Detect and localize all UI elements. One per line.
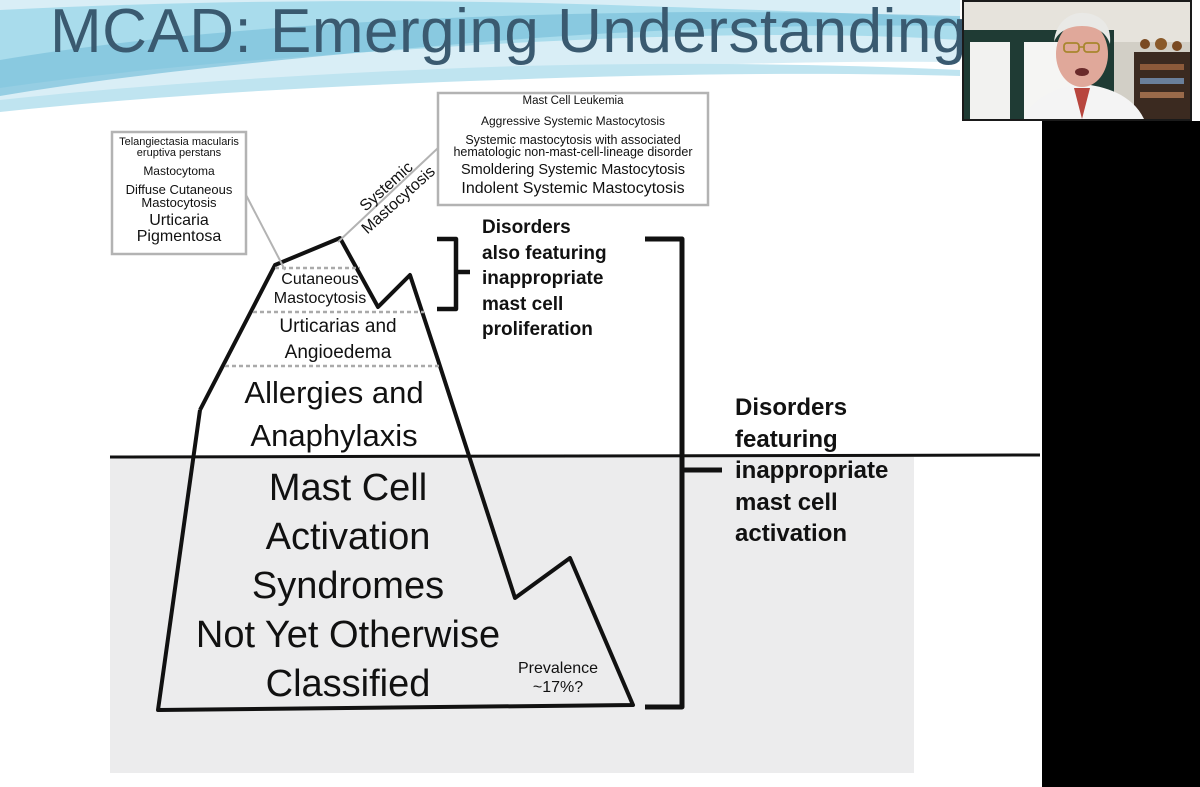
proliferation-bracket (437, 236, 470, 312)
right-box-line: Aggressive Systemic Mastocytosis (480, 113, 666, 128)
activation-line: mast cell (735, 488, 838, 516)
right-box-line: hematologic non-mast-cell-lineage disord… (453, 145, 693, 159)
wave-band-lower (0, 63, 960, 112)
mcas-line: Activation (265, 516, 431, 558)
left-box-line: Diffuse Cutaneous (125, 182, 233, 197)
wave-band-accent (0, 12, 960, 96)
proliferation-line: mast cell (482, 293, 564, 315)
left-box-line: Telangiectasia macularis (119, 136, 239, 148)
slide-title: MCAD: Emerging Understanding (50, 0, 967, 66)
right-box-connector (337, 147, 439, 243)
cutaneous-mastocytosis-label: Cutaneous Mastocytosis (262, 270, 378, 308)
activation-line: activation (735, 520, 848, 547)
activation-line: Disorders (735, 394, 848, 421)
right-box-frame (436, 91, 710, 207)
cutaneous-line: Mastocytosis (273, 290, 367, 307)
proliferation-line: proliferation (482, 319, 593, 340)
left-box-line: Mastocytoma (143, 164, 215, 178)
mcas-line: Mast Cell (268, 467, 428, 509)
proliferation-line: Disorders (482, 217, 571, 238)
screen-share-black-bar (1042, 121, 1200, 787)
waterline (109, 453, 1041, 459)
proliferation-disorders-label: Disorders also featuring inappropriate m… (482, 215, 607, 343)
right-box-line: Systemic mastocytosis with associated (465, 132, 681, 147)
activation-disorders-label: Disorders featuring inappropriate mast c… (735, 392, 888, 550)
right-box-line: Smoldering Systemic Mastocytosis (460, 161, 685, 178)
left-box-line: Pigmentosa (136, 228, 222, 245)
activation-bracket (645, 236, 722, 710)
allergies-line: Allergies and (244, 375, 424, 410)
prevalence-line: ~17%? (532, 679, 584, 696)
allergies-anaphylaxis-label: Allergies and Anaphylaxis (214, 371, 454, 457)
activation-line: inappropriate (735, 457, 889, 484)
mcas-line: Classified (265, 663, 431, 705)
activation-line: featuring (735, 425, 838, 453)
proliferation-line: inappropriate (482, 268, 604, 289)
webcam-thumbnail[interactable] (962, 0, 1192, 121)
left-box-line: Urticaria (149, 212, 209, 229)
mcas-line: Not Yet Otherwise (195, 614, 501, 656)
allergies-line: Anaphylaxis (250, 418, 418, 453)
left-box-line: eruptiva perstans (136, 147, 222, 159)
cutaneous-line: Cutaneous (281, 271, 359, 288)
left-box-text: Telangiectasia macularis eruptiva persta… (112, 137, 246, 245)
urticarias-line: Urticarias and (279, 316, 397, 337)
prevalence-label: Prevalence ~17%? (505, 659, 611, 697)
urticarias-angioedema-label: Urticarias and Angioedema (248, 314, 428, 366)
left-box-frame (110, 130, 248, 256)
right-box-text: Mast Cell Leukemia Aggressive Systemic M… (440, 95, 706, 197)
webcam-video-feed (964, 2, 1190, 119)
left-box-connector (245, 194, 286, 271)
mcas-line: Syndromes (251, 565, 445, 607)
water-area (110, 457, 914, 773)
mcas-label: Mast Cell Activation Syndromes Not Yet O… (168, 464, 528, 709)
urticarias-line: Angioedema (284, 342, 392, 363)
iceberg-outline (156, 236, 635, 712)
prevalence-line: Prevalence (517, 660, 599, 677)
right-box-line: Indolent Systemic Mastocytosis (461, 180, 685, 197)
proliferation-line: also featuring (482, 242, 607, 264)
right-box-line: Mast Cell Leukemia (522, 95, 624, 107)
left-box-line: Mastocytosis (141, 195, 217, 210)
